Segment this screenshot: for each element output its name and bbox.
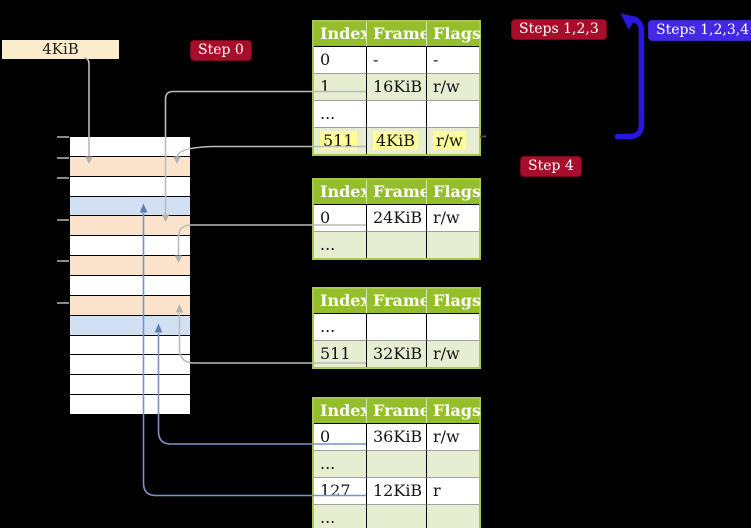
table-cell: - xyxy=(426,46,479,73)
table-cell: 511 xyxy=(314,340,366,367)
column-header: Flags xyxy=(426,399,481,423)
table-cell: 127 xyxy=(314,477,366,504)
memory-row-orange xyxy=(70,216,190,236)
memory-row-orange xyxy=(70,256,190,276)
memory-row-white xyxy=(70,335,190,355)
table-cell: 12KiB xyxy=(366,477,426,504)
memory-row-white xyxy=(70,355,190,375)
column-header: Flags xyxy=(426,180,481,204)
table-cell: 36KiB xyxy=(366,423,426,450)
table-cell: r/w xyxy=(426,423,479,450)
table-cell xyxy=(426,450,479,477)
memory-row-white xyxy=(70,176,190,196)
table-cell: 16KiB xyxy=(366,73,426,100)
memory-row-blue xyxy=(70,315,190,335)
column-header: Index xyxy=(314,289,370,313)
column-header: Frame xyxy=(366,180,430,204)
memory-tick xyxy=(57,301,69,304)
highlighted-value: 4KiB xyxy=(373,131,419,150)
table-cell: r/w xyxy=(426,340,479,367)
table-cell xyxy=(366,231,426,258)
badge-step-4: Step 4 xyxy=(520,156,582,177)
table-cell: ... xyxy=(314,100,366,127)
table-cell: 0 xyxy=(314,204,366,231)
table-cell: 0 xyxy=(314,46,366,73)
column-header: Flags xyxy=(426,289,481,313)
table-cell: 1 xyxy=(314,73,366,100)
table-cell: ... xyxy=(314,231,366,258)
table-cell: ... xyxy=(314,313,366,340)
table-cell: r/w xyxy=(426,127,479,154)
physical-memory-column xyxy=(70,137,190,415)
memory-tick xyxy=(57,260,69,263)
table-cell: 24KiB xyxy=(366,204,426,231)
table-cell xyxy=(366,450,426,477)
table-cell xyxy=(426,231,479,258)
column-header: Frame xyxy=(366,22,430,46)
badge-steps-1-2-3: Steps 1,2,3 xyxy=(511,19,607,40)
table-cell: 511 xyxy=(314,127,366,154)
table-cell xyxy=(426,313,479,340)
memory-row-white xyxy=(70,375,190,395)
table-cell: r/w xyxy=(426,73,479,100)
memory-tick xyxy=(57,218,69,221)
memory-row-white xyxy=(70,236,190,256)
table-cell: 0 xyxy=(314,423,366,450)
column-header: Index xyxy=(314,22,370,46)
memory-row-white xyxy=(70,276,190,295)
memory-row-white xyxy=(70,137,190,156)
column-header: Index xyxy=(314,399,370,423)
memory-row-blue xyxy=(70,196,190,216)
table-cell: r xyxy=(426,477,479,504)
table-cell: 32KiB xyxy=(366,340,426,367)
column-header: Index xyxy=(314,180,370,204)
memory-row-orange xyxy=(70,156,190,176)
table-cell xyxy=(366,504,426,528)
badge-step-0: Step 0 xyxy=(190,40,252,61)
highlighted-value: 511 xyxy=(320,131,357,150)
highlighted-value: r/w xyxy=(433,131,466,150)
table-cell xyxy=(366,100,426,127)
table-cell: 4KiB xyxy=(366,127,426,154)
memory-row-orange xyxy=(70,295,190,315)
table-cell xyxy=(426,504,479,528)
badge-steps-1-2-3-4: Steps 1,2,3,4 xyxy=(648,20,751,41)
table-cell xyxy=(366,313,426,340)
memory-tick xyxy=(57,177,69,180)
page-size-label: 4KiB xyxy=(2,40,119,59)
column-header: Flags xyxy=(426,22,481,46)
column-header: Frame xyxy=(366,399,430,423)
table-cell: ... xyxy=(314,450,366,477)
memory-tick xyxy=(57,156,69,159)
table-cell: ... xyxy=(314,504,366,528)
memory-tick xyxy=(57,136,69,138)
table-cell: r/w xyxy=(426,204,479,231)
table-cell xyxy=(426,100,479,127)
table-cell: - xyxy=(366,46,426,73)
arrow-steps-1-2-3-4-loop xyxy=(614,13,645,140)
memory-row-white xyxy=(70,395,190,415)
column-header: Frame xyxy=(366,289,430,313)
